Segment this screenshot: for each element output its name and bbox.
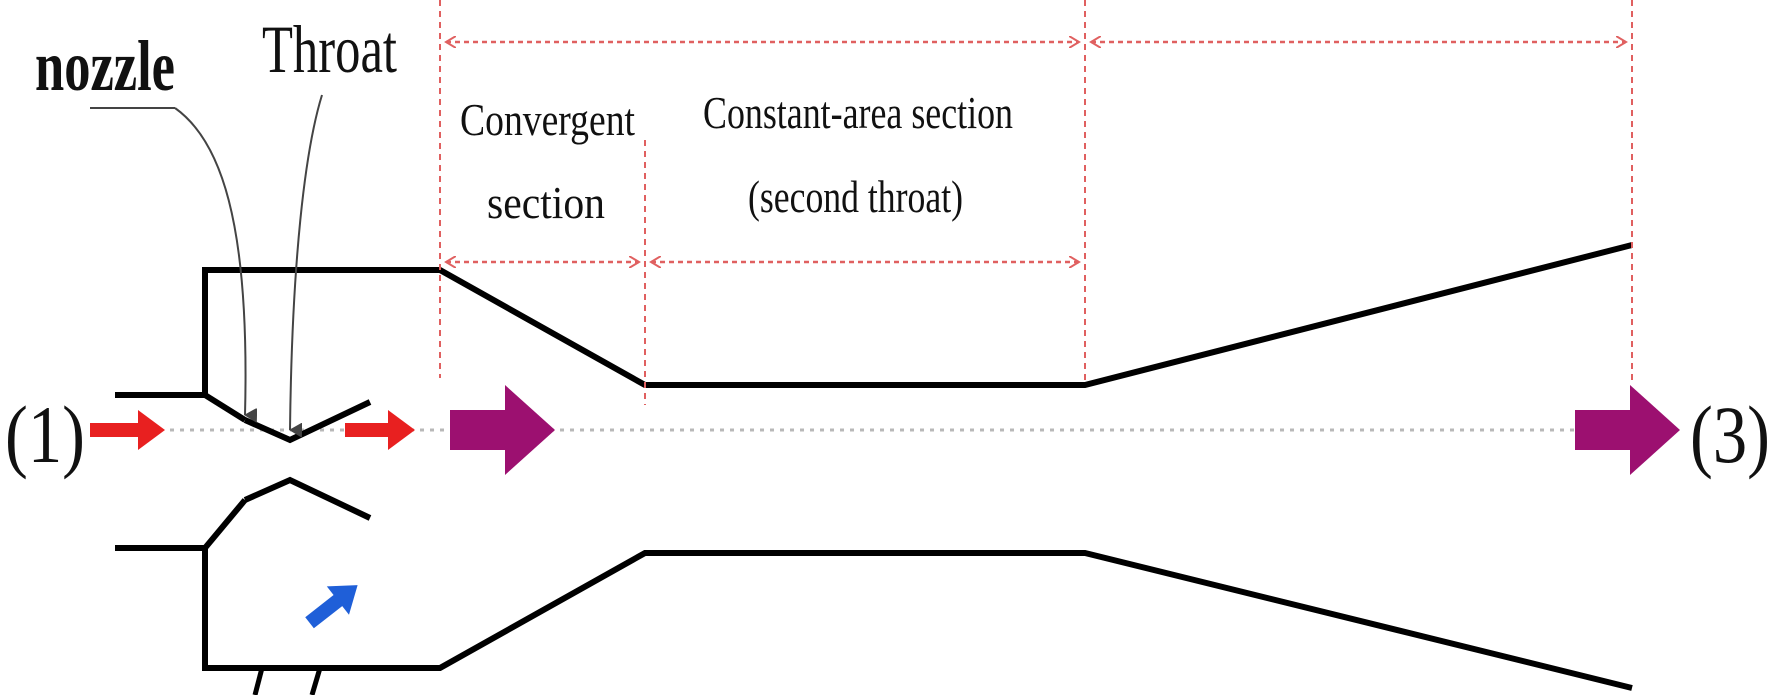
convergent-label-line1: Convergent <box>460 94 635 145</box>
secondary-port-stub-left <box>252 667 265 695</box>
constant-area-label-line2: (second throat) <box>748 171 963 222</box>
suction-inlet-top-slant <box>203 392 247 423</box>
secondary-port-stub-right <box>309 667 323 695</box>
inlet-label: (1) <box>5 389 85 480</box>
mixed-flow-arrow-exit <box>1575 385 1680 475</box>
throat-leader-line <box>289 94 323 430</box>
outlet-label: (3) <box>1690 389 1770 480</box>
throat-label: Throat <box>262 11 397 87</box>
mixed-flow-arrow-entry <box>450 385 555 475</box>
convergent-label-line2: section <box>487 177 605 228</box>
ejector-bottom-wall <box>115 545 1633 691</box>
primary-nozzle-lower <box>243 476 372 521</box>
primary-flow-arrow-inlet <box>90 410 165 450</box>
secondary-flow-arrow <box>305 585 358 629</box>
primary-nozzle-upper <box>243 399 372 444</box>
constant-area-label-line1: Constant-area section <box>703 87 1013 138</box>
suction-inlet-bottom-slant <box>202 498 248 550</box>
nozzle-label: nozzle <box>35 26 175 106</box>
primary-flow-arrow-exit <box>345 410 415 450</box>
nozzle-leader-line <box>174 107 246 415</box>
ejector-top-wall <box>202 242 1633 388</box>
